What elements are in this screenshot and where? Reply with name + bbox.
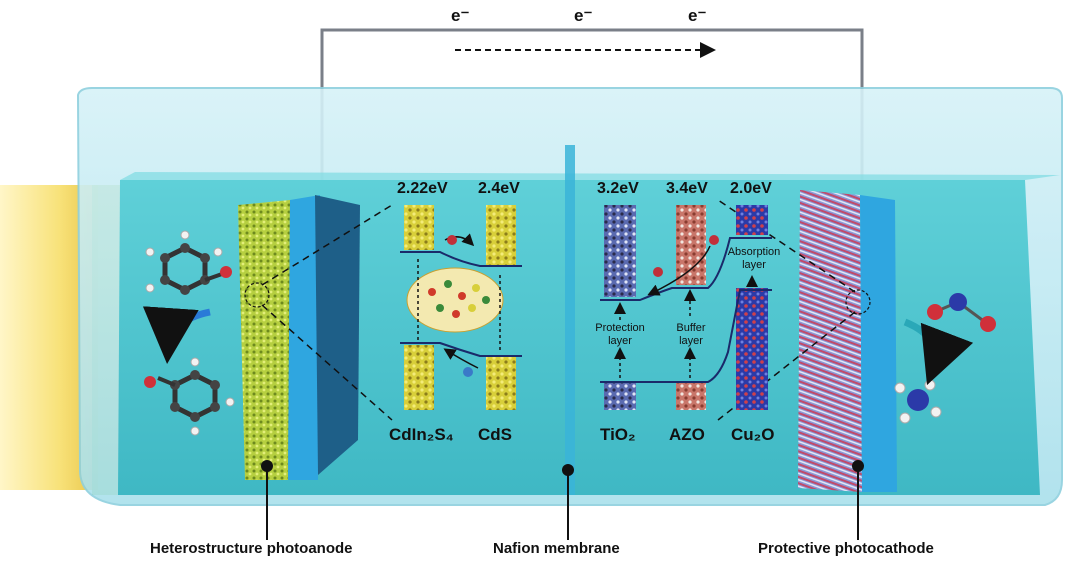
absorption-layer-label: Absorption layer xyxy=(727,246,781,271)
cu2o-lower-column xyxy=(736,288,768,410)
anode-zoom-circle xyxy=(244,282,270,308)
cds-label: CdS xyxy=(478,425,512,444)
cathode-electron-arrow xyxy=(647,245,711,296)
anode-substrate xyxy=(288,195,320,480)
electron-label-3: e⁻ xyxy=(688,6,707,25)
azo-lower-column xyxy=(676,382,706,410)
cathode-substrate xyxy=(860,195,897,492)
caption-leaders xyxy=(266,468,859,540)
cds-upper-column xyxy=(486,205,516,265)
anode-valence-band xyxy=(400,342,522,357)
electron-label-1: e⁻ xyxy=(451,6,470,25)
cds-lower-column xyxy=(486,355,516,410)
cds-band-gap: 2.4eV xyxy=(478,180,520,197)
cathode-marker-dot xyxy=(852,460,864,472)
azo-upper-column xyxy=(676,205,706,285)
membrane-caption: Nafion membrane xyxy=(493,540,620,557)
electrolyte-top xyxy=(120,172,1060,180)
anode-vertical-arrows xyxy=(417,258,501,350)
cathode-valence-band xyxy=(600,289,772,383)
cu2o-label: Cu₂O xyxy=(731,425,775,444)
azo-band-gap: 3.4eV xyxy=(666,180,708,197)
tio2-upper-column xyxy=(604,205,636,297)
electron-label-2: e⁻ xyxy=(574,6,593,25)
cathode-up-arrows xyxy=(614,275,758,378)
cathode-conduction-band xyxy=(600,237,772,301)
buffer-layer-label: Buffer layer xyxy=(676,322,706,347)
electron-icon xyxy=(447,235,457,245)
nitrite-molecule xyxy=(927,293,996,332)
cu2o-band-gap: 2.0eV xyxy=(730,180,772,197)
cdin2s4-band-gap: 2.22eV xyxy=(397,180,448,197)
cathode-zoom-circle xyxy=(845,289,871,315)
hole-transfer-arrow xyxy=(443,348,479,369)
interface-particle xyxy=(406,267,504,333)
cdin2s4-label: CdIn₂S₄ xyxy=(389,425,454,444)
anode-marker-dot xyxy=(261,460,273,472)
cathode-electron-icon-2 xyxy=(653,267,663,277)
benzaldehyde-molecule xyxy=(144,357,235,436)
tio2-lower-column xyxy=(604,382,636,410)
nafion-membrane xyxy=(565,145,575,495)
hole-icon xyxy=(463,367,473,377)
anode-conduction-band xyxy=(400,251,522,267)
cu2o-upper-column xyxy=(736,205,768,235)
azo-label: AZO xyxy=(669,425,705,444)
benzyl-alcohol-molecule xyxy=(145,230,232,295)
ammonia-molecule xyxy=(894,379,942,424)
anode-caption: Heterostructure photoanode xyxy=(150,540,353,557)
cathode-electron-icon xyxy=(709,235,719,245)
cdin2s4-upper-column xyxy=(404,205,434,250)
protection-layer-label: Protection layer xyxy=(595,322,645,347)
interface-particle-atoms xyxy=(428,280,490,318)
cdin2s4-lower-column xyxy=(404,345,434,410)
membrane-marker-dot xyxy=(562,464,574,476)
tio2-band-gap: 3.2eV xyxy=(597,180,639,197)
cathode-reaction-arrow xyxy=(903,318,974,386)
anode-reaction-arrow xyxy=(142,306,211,364)
tio2-label: TiO₂ xyxy=(600,425,636,444)
anode-back-plate xyxy=(315,195,360,475)
cathode-crystal-layer xyxy=(798,190,862,492)
anode-crystal-layer xyxy=(238,200,290,480)
cathode-caption: Protective photocathode xyxy=(758,540,934,557)
